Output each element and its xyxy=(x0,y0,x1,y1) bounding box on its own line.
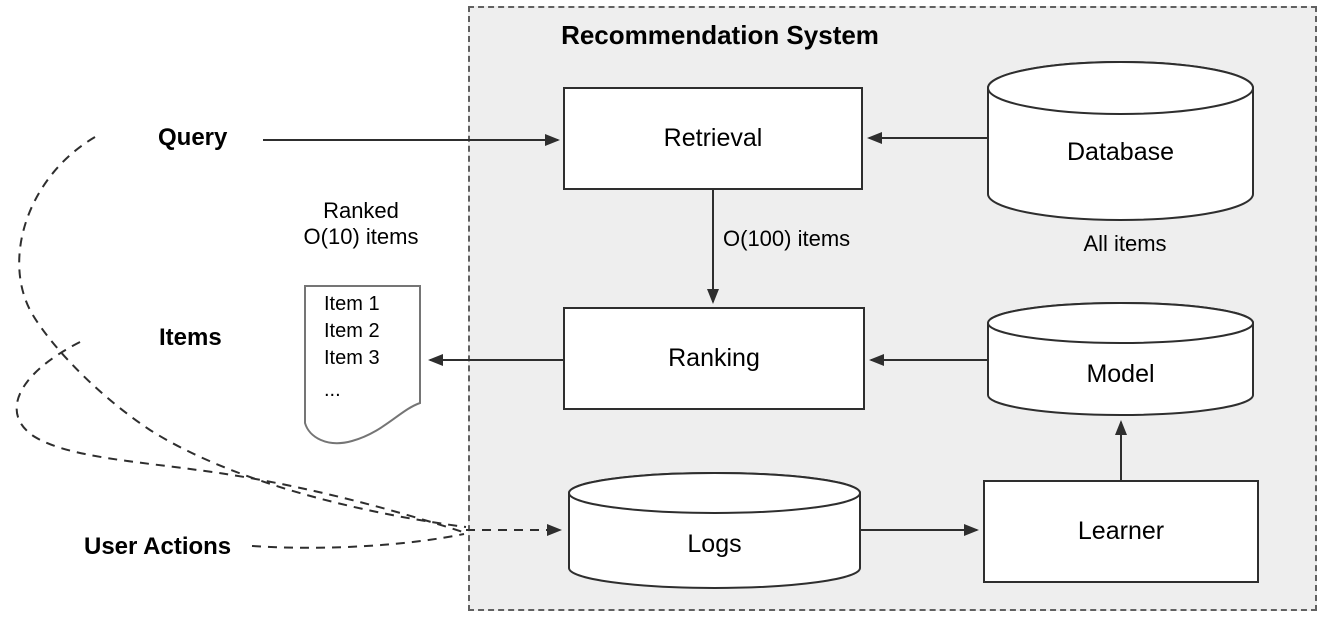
items-label: Items xyxy=(159,324,222,351)
ranking-label: Ranking xyxy=(668,344,760,372)
edge-query-to-logs-dashed xyxy=(18,136,467,528)
document-item-2: Item 2 xyxy=(324,320,380,342)
database-cylinder xyxy=(987,61,1254,221)
ranking-node: Ranking xyxy=(563,307,865,410)
database-label: Database xyxy=(1066,138,1175,166)
learner-label: Learner xyxy=(1077,517,1165,545)
retrieval-label: Retrieval xyxy=(663,124,763,152)
retrieval-node: Retrieval xyxy=(563,87,863,190)
items-document-shape xyxy=(304,285,421,445)
logs-cylinder xyxy=(568,472,861,589)
learner-node: Learner xyxy=(983,480,1259,583)
ranked-caption-line2: O(10) items xyxy=(303,224,419,249)
model-cylinder xyxy=(987,302,1254,416)
edge-useractions-to-logs-dashed xyxy=(251,533,465,549)
ranked-caption-line1: Ranked xyxy=(323,198,399,223)
edge-items-to-logs-dashed xyxy=(15,341,467,534)
all-items-caption: All items xyxy=(1083,231,1167,256)
query-label: Query xyxy=(158,124,228,151)
model-label: Model xyxy=(1086,360,1155,388)
ranked-caption: Ranked O(10) items xyxy=(286,198,436,250)
user-actions-label: User Actions xyxy=(84,533,232,560)
document-ellipsis: ... xyxy=(324,379,341,401)
items-document-text: Item 1 Item 2 Item 3 ... xyxy=(324,291,380,404)
document-item-1: Item 1 xyxy=(324,293,380,315)
logs-label: Logs xyxy=(687,530,742,558)
document-item-3: Item 3 xyxy=(324,347,380,369)
diagram-title: Recommendation System xyxy=(561,20,879,50)
o100-items-caption: O(100) items xyxy=(723,226,851,251)
